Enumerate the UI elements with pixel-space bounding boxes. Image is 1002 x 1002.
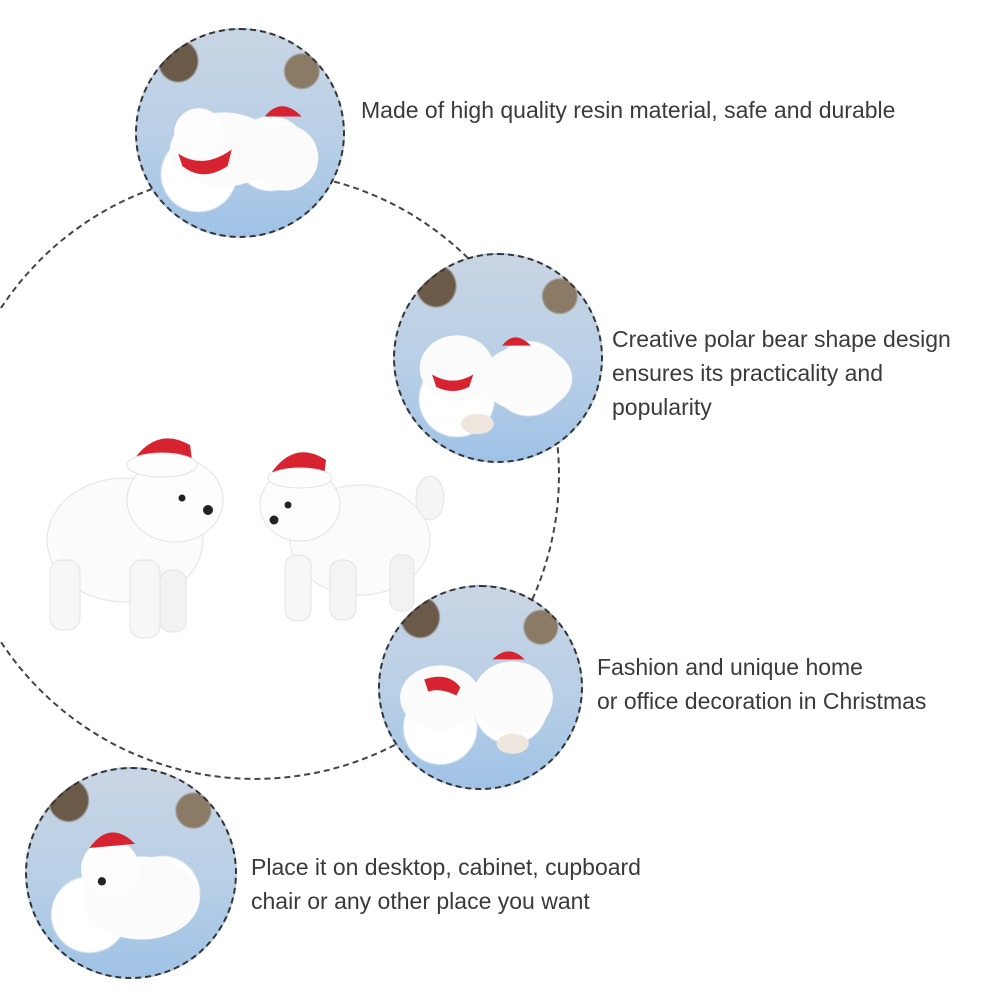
feature-photo-1 bbox=[135, 28, 345, 238]
product-polar-bears-image bbox=[46, 438, 445, 639]
feature-caption-2: Creative polar bear shape design ensures… bbox=[612, 326, 951, 420]
polar-bear-right bbox=[259, 452, 445, 622]
feature-photo-2 bbox=[393, 253, 603, 463]
polar-bear-duo-icon bbox=[400, 651, 553, 754]
feature-caption-3: Fashion and unique home or office decora… bbox=[597, 654, 927, 714]
feature-caption-1: Made of high quality resin material, saf… bbox=[361, 97, 896, 123]
polar-bear-pair-icon bbox=[419, 335, 573, 435]
polar-bear-scarf-icon bbox=[169, 106, 319, 191]
polar-bear-left bbox=[46, 438, 224, 639]
feature-photo-4 bbox=[25, 767, 237, 979]
polar-bear-hat-icon bbox=[81, 832, 200, 940]
feature-caption-4: Place it on desktop, cabinet, cupboard c… bbox=[251, 854, 641, 914]
feature-photo-3 bbox=[378, 585, 583, 790]
